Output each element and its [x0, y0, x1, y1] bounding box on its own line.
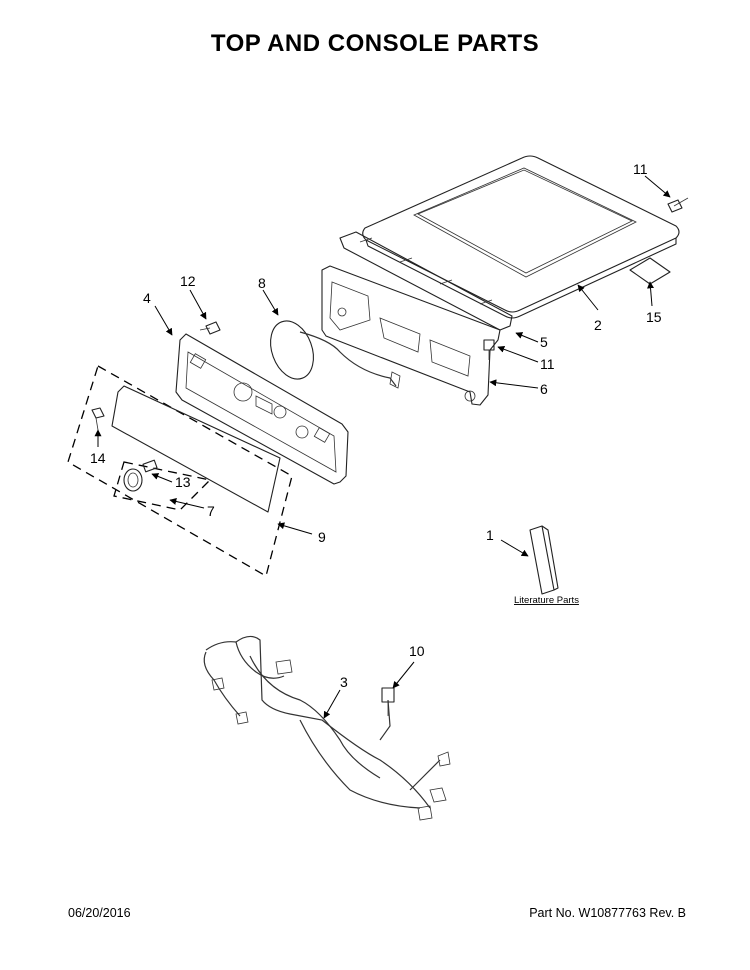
callout-14: 14 [90, 450, 106, 466]
top-panel-part [362, 155, 680, 319]
callout-1: 1 [486, 527, 494, 543]
footer-date: 06/20/2016 [68, 906, 131, 920]
literature-part [529, 525, 559, 595]
screw-11-mid-part [483, 339, 495, 360]
callout-8: 8 [258, 275, 266, 291]
callout-2: 2 [594, 317, 602, 333]
callout-11-top: 11 [633, 161, 648, 177]
callout-5: 5 [540, 334, 548, 350]
callout-7: 7 [207, 503, 215, 519]
console-bracket-part [339, 231, 513, 331]
console-frame-part [321, 265, 501, 406]
callout-6: 6 [540, 381, 548, 397]
footer-part-number: Part No. W10877763 Rev. B [529, 906, 686, 920]
main-harness-part [203, 635, 451, 821]
callout-9: 9 [318, 529, 326, 545]
callout-12: 12 [180, 273, 196, 289]
overlay-assembly-group [67, 365, 293, 577]
callout-4: 4 [143, 290, 151, 306]
callout-3: 3 [340, 674, 348, 690]
pad-15-part [629, 257, 671, 285]
leader-lines [94, 175, 671, 719]
callout-13: 13 [175, 474, 191, 490]
callout-15: 15 [646, 309, 662, 325]
literature-parts-label: Literature Parts [514, 595, 579, 606]
page-title: TOP AND CONSOLE PARTS [210, 30, 540, 57]
console-panel-part [175, 333, 349, 485]
screw-11-top-part [667, 197, 689, 213]
sensor-10-part [381, 687, 395, 716]
callout-labels: 11 15 2 5 11 6 12 4 8 14 13 7 9 1 10 3 L… [90, 161, 662, 690]
screw-12-part [199, 321, 221, 335]
callout-11-mid: 11 [540, 356, 555, 372]
harness-ring-part [270, 320, 401, 389]
callout-10: 10 [409, 643, 425, 659]
